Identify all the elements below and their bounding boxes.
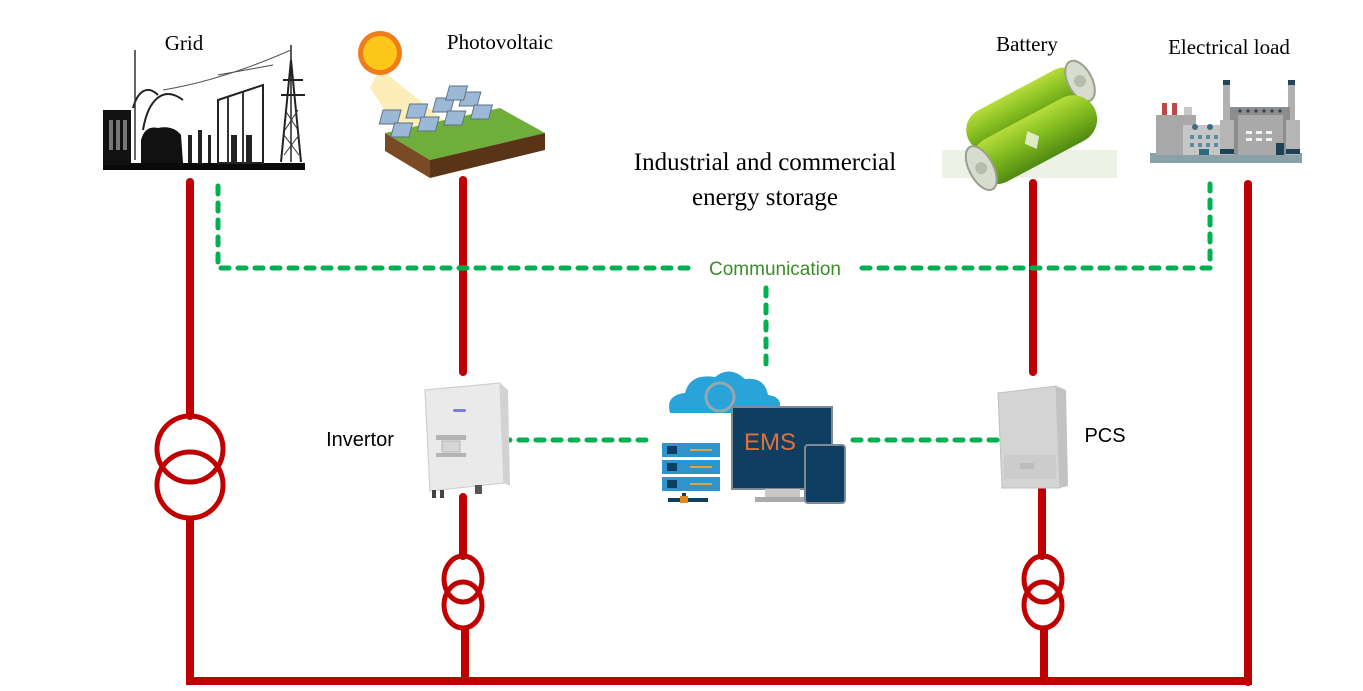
pcs-label: PCS [1084, 425, 1125, 447]
inverter-icon [424, 382, 510, 498]
battery-label: Battery [996, 32, 1058, 56]
load-comm-line [859, 181, 1213, 271]
diagram-title-line2: energy storage [692, 184, 838, 211]
ems-label: EMS [744, 429, 796, 456]
grid-label: Grid [165, 31, 204, 55]
invertor-label: Invertor [326, 429, 394, 451]
grid-transformer-icon [154, 413, 226, 521]
photovoltaic-label: Photovoltaic [447, 30, 553, 54]
factory-icon [1150, 80, 1302, 163]
battery-transformer-icon [1021, 553, 1065, 631]
pv-transformer-icon [441, 553, 485, 631]
communication-network [215, 181, 1213, 443]
solar-panel-icon [358, 31, 545, 178]
ems-computer-icon [662, 371, 846, 504]
battery-icon [942, 59, 1117, 192]
communication-label: Communication [709, 259, 841, 280]
grid-comm-line [215, 183, 691, 271]
power-network [186, 176, 1252, 686]
pcs-icon [997, 385, 1068, 489]
diagram-title-line1: Industrial and commercial [634, 149, 896, 176]
electrical-load-label: Electrical load [1168, 35, 1290, 59]
substation-icon [103, 45, 305, 170]
